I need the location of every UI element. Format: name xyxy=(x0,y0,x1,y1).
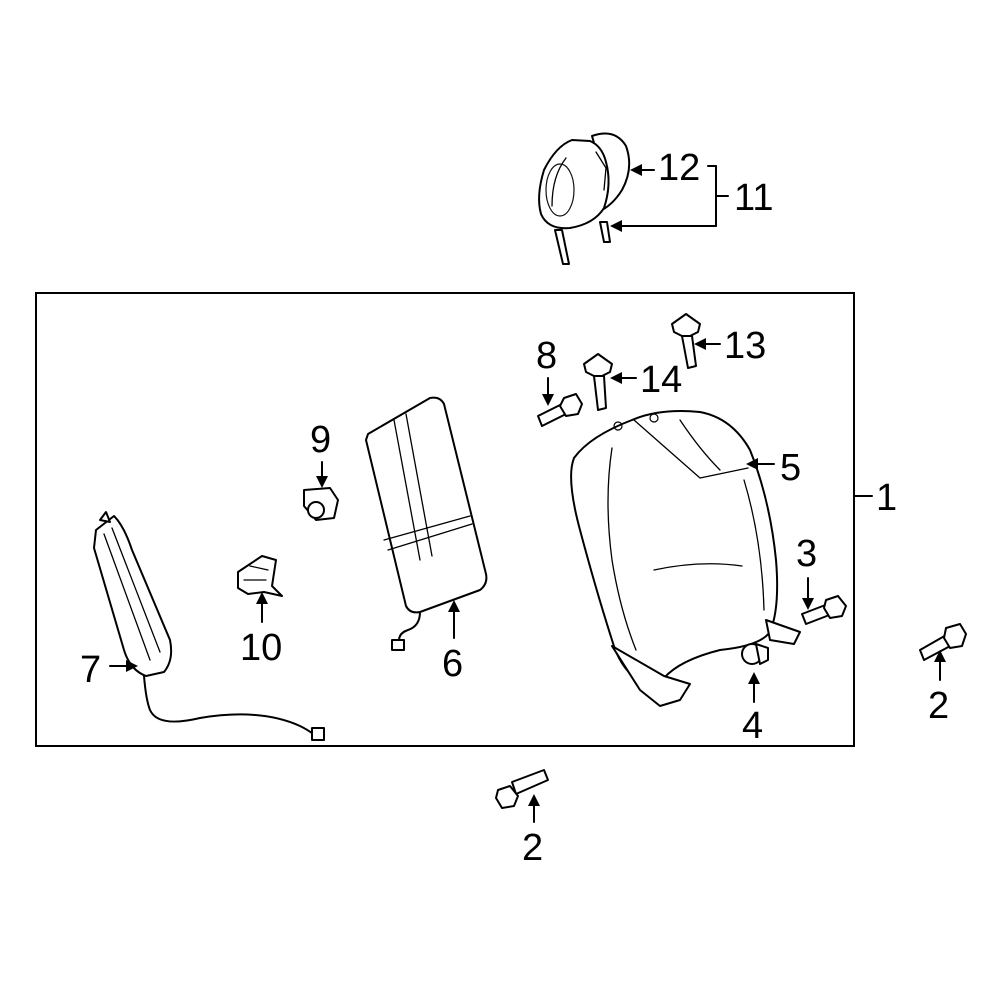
seat-back-cover-part-5[interactable] xyxy=(570,410,801,707)
callout-7: 7 xyxy=(80,649,101,691)
callout-4: 4 xyxy=(742,705,763,747)
bolt-part-2-right[interactable] xyxy=(919,623,967,661)
bolt-part-8[interactable] xyxy=(537,393,583,427)
leader-lines xyxy=(109,164,946,823)
assembly-frame xyxy=(35,292,855,747)
nut-part-4[interactable] xyxy=(741,643,769,665)
bracket-part-10[interactable] xyxy=(237,555,283,597)
callout-2-bottom: 2 xyxy=(522,827,543,869)
callout-1: 1 xyxy=(876,477,897,519)
seat-heater-part-6[interactable] xyxy=(365,396,488,651)
callout-6: 6 xyxy=(442,643,463,685)
side-airbag-part-7[interactable] xyxy=(93,511,325,741)
callout-5: 5 xyxy=(780,447,801,489)
callout-2-right: 2 xyxy=(928,685,949,727)
headrest-part-12[interactable] xyxy=(538,132,631,265)
callout-8: 8 xyxy=(536,335,557,377)
callout-labels: 1 2 2 3 4 5 6 7 8 9 10 11 12 13 14 xyxy=(80,147,949,869)
callout-11: 11 xyxy=(734,177,773,219)
clip-part-9[interactable] xyxy=(303,487,339,521)
callout-10: 10 xyxy=(240,627,282,669)
callout-9: 9 xyxy=(310,419,331,461)
bolt-part-2-bottom[interactable] xyxy=(495,769,549,809)
callout-12: 12 xyxy=(658,147,700,189)
headrest-guide-part-14[interactable] xyxy=(583,353,613,411)
callout-3: 3 xyxy=(796,533,817,575)
callout-14: 14 xyxy=(640,359,682,401)
callout-13: 13 xyxy=(724,325,766,367)
bolt-part-3[interactable] xyxy=(801,595,847,625)
headrest-guide-part-13[interactable] xyxy=(671,313,701,369)
